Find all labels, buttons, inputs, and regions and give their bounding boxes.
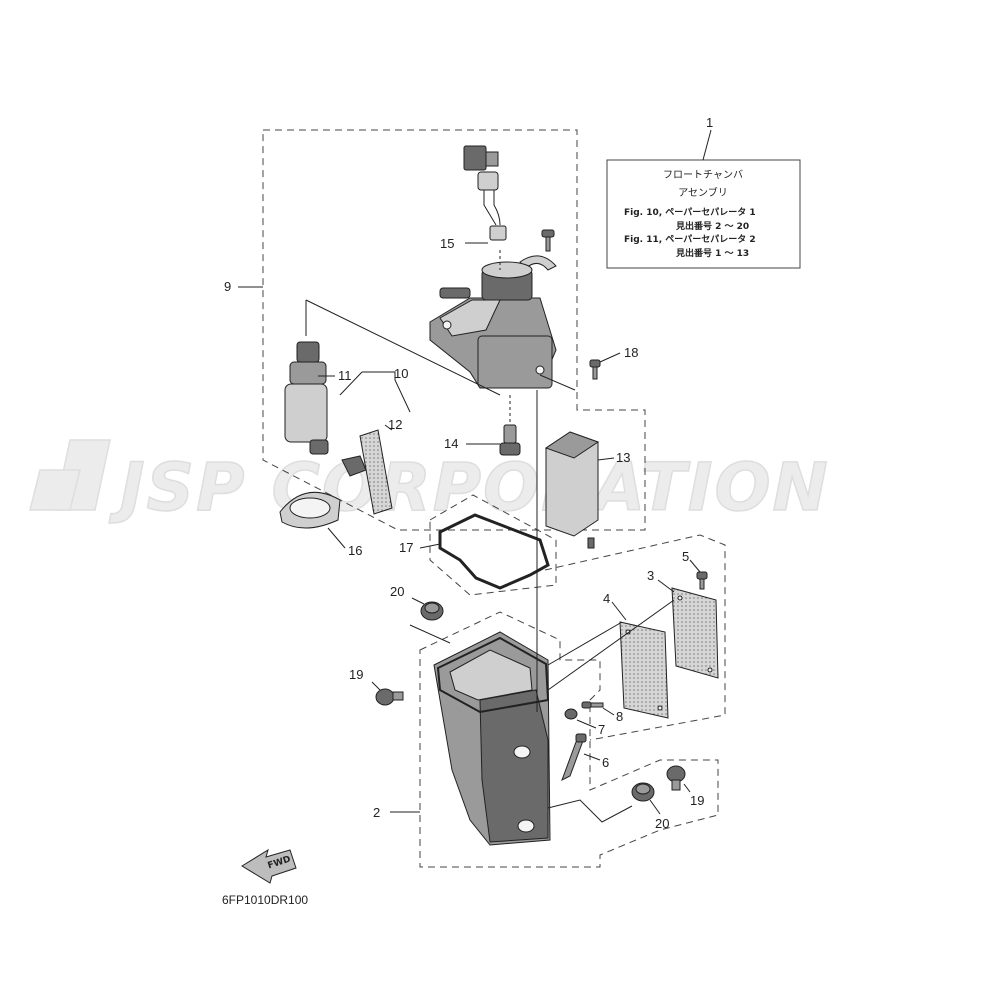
part-12-filter — [341, 429, 393, 515]
callout-10: 10 — [394, 366, 408, 381]
callout-17: 17 — [399, 540, 413, 555]
part-11-fuel-pump — [284, 341, 329, 455]
callout-12: 12 — [388, 417, 402, 432]
part-5-screw — [696, 571, 708, 590]
callout-19-left: 19 — [349, 667, 363, 682]
callout-2: 2 — [373, 805, 380, 820]
assembly-note: 1 フロートチャンバ アセンブリ Fig. 10, ペーパーセパレータ 1 見出… — [606, 115, 801, 269]
part-13-cover — [544, 431, 600, 549]
callout-5: 5 — [682, 549, 689, 564]
watermark-text: JSP CORPORATION — [109, 449, 830, 526]
part-vapor-separator-head — [429, 261, 557, 389]
part-2-float-chamber — [433, 631, 551, 846]
note-fig11: Fig. 11, ペーパーセパレータ 2 — [624, 233, 756, 245]
callout-8: 8 — [616, 709, 623, 724]
callout-13: 13 — [616, 450, 630, 465]
callout-3: 3 — [647, 568, 654, 583]
part-20-plug-bottom — [631, 782, 655, 802]
part-3-separator-plate — [671, 587, 719, 679]
callout-20-bottom: 20 — [655, 816, 669, 831]
fwd-arrow-icon: FWD — [241, 848, 297, 884]
note-fig10-range: 見出番号 2 ～ 20 — [675, 220, 749, 232]
part-15-harness — [463, 145, 507, 241]
callout-1: 1 — [706, 115, 713, 130]
separator-group-boundary — [544, 534, 726, 741]
callout-19-right: 19 — [690, 793, 704, 808]
group-9-boundary — [262, 129, 646, 531]
callout-11: 11 — [338, 368, 352, 383]
callout-6: 6 — [602, 755, 609, 770]
part-6-bolt — [561, 733, 587, 782]
screw-and-clip — [519, 229, 557, 271]
gasket-group-boundary — [429, 494, 557, 596]
callout-16: 16 — [348, 543, 362, 558]
note-title-1: フロートチャンバ — [663, 169, 743, 181]
callout-9: 9 — [224, 279, 231, 294]
part-7-washer — [564, 708, 578, 720]
callout-7: 7 — [598, 722, 605, 737]
part-20-plug-top — [420, 601, 444, 621]
part-4-paper-separator — [619, 621, 669, 719]
part-19-drain-screw-right — [666, 765, 686, 791]
part-14-sensor — [499, 424, 521, 456]
callout-15: 15 — [440, 236, 454, 251]
note-fig11-range: 見出番号 1 ～ 13 — [675, 247, 749, 259]
part-17-gasket — [438, 513, 550, 590]
group-2-boundary — [419, 611, 719, 868]
part-8-screw — [581, 701, 604, 709]
callout-20-top: 20 — [390, 584, 404, 599]
callout-18: 18 — [624, 345, 638, 360]
note-fig10: Fig. 10, ペーパーセパレータ 1 — [624, 206, 756, 218]
diagram-code: 6FP1010DR100 — [222, 893, 308, 907]
part-19-drain-screw-left — [375, 688, 404, 706]
note-title-2: アセンブリ — [678, 186, 728, 199]
callout-14: 14 — [444, 436, 458, 451]
part-18-screw — [589, 359, 601, 380]
part-16-bracket — [279, 491, 341, 529]
watermark-logo: JSP CORPORATION — [29, 439, 830, 527]
callout-4: 4 — [603, 591, 610, 606]
